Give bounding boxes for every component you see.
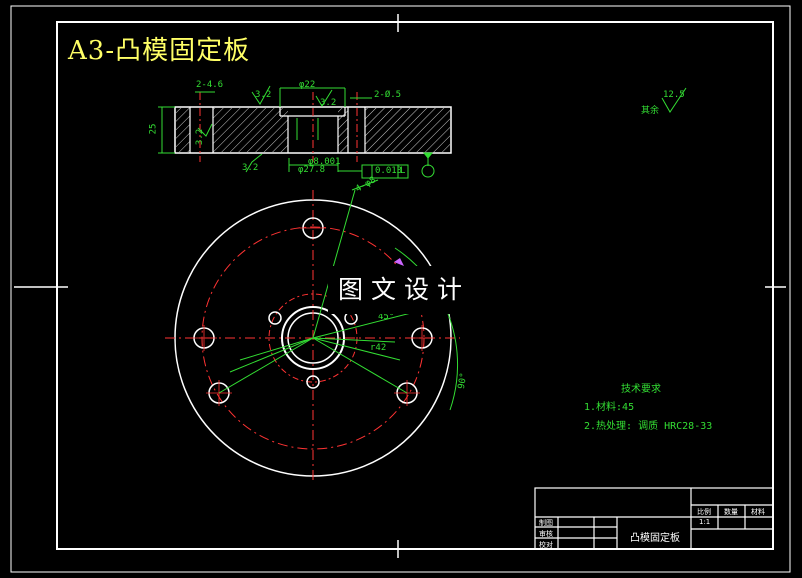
title-block-row1: 制图 [539, 519, 553, 527]
outer-border [10, 5, 791, 573]
tech-item-2: 2.热处理: 调质 HRC28-33 [584, 421, 713, 432]
roughness-3: 3.2 [242, 163, 259, 173]
watermark: 图文设计 [328, 266, 480, 314]
title-block-scale-label: 比例 [697, 508, 711, 516]
dim-c: 2-Ø.5 [374, 90, 402, 100]
dim-dia-bottom1: φ8.001 [308, 157, 341, 167]
roughness-other-value: 12.5 [663, 90, 685, 100]
section-view [158, 85, 452, 179]
title-block [534, 487, 774, 550]
dim-angle-1: 45° [378, 312, 395, 322]
drawing-title: A3-凸模固定板 [68, 36, 251, 66]
tech-heading: 技术要求 [621, 384, 661, 395]
roughness-icon [661, 87, 687, 113]
title-block-material-label: 材料 [751, 508, 765, 516]
title-block-row2: 审核 [539, 530, 553, 538]
dim-a: 2-4.6 [196, 80, 224, 90]
title-block-qty-label: 数量 [724, 508, 738, 516]
inner-frame [56, 21, 774, 550]
roughness-2: 3.2 [320, 98, 337, 108]
tech-item-1: 1.材料:45 [584, 402, 635, 413]
roughness-other-label: 其余 [641, 106, 660, 116]
title-block-row3: 校对 [539, 541, 553, 549]
roughness-4: 3.2 [195, 128, 206, 146]
roughness-1: 3.2 [255, 90, 272, 100]
datum-label: L [400, 166, 406, 176]
dim-b: φ22 [299, 80, 316, 90]
dim-r: r42 [370, 343, 387, 353]
title-block-scale-value: 1:1 [699, 518, 711, 526]
dim-thickness: 25 [148, 123, 159, 135]
title-block-part-name: 凸模固定板 [630, 533, 680, 544]
tolerance-value: 0.013 [375, 166, 403, 176]
dim-dia-bottom2: φ27.8 [298, 165, 326, 175]
centering-marks [14, 14, 786, 558]
plan-view [165, 179, 460, 484]
